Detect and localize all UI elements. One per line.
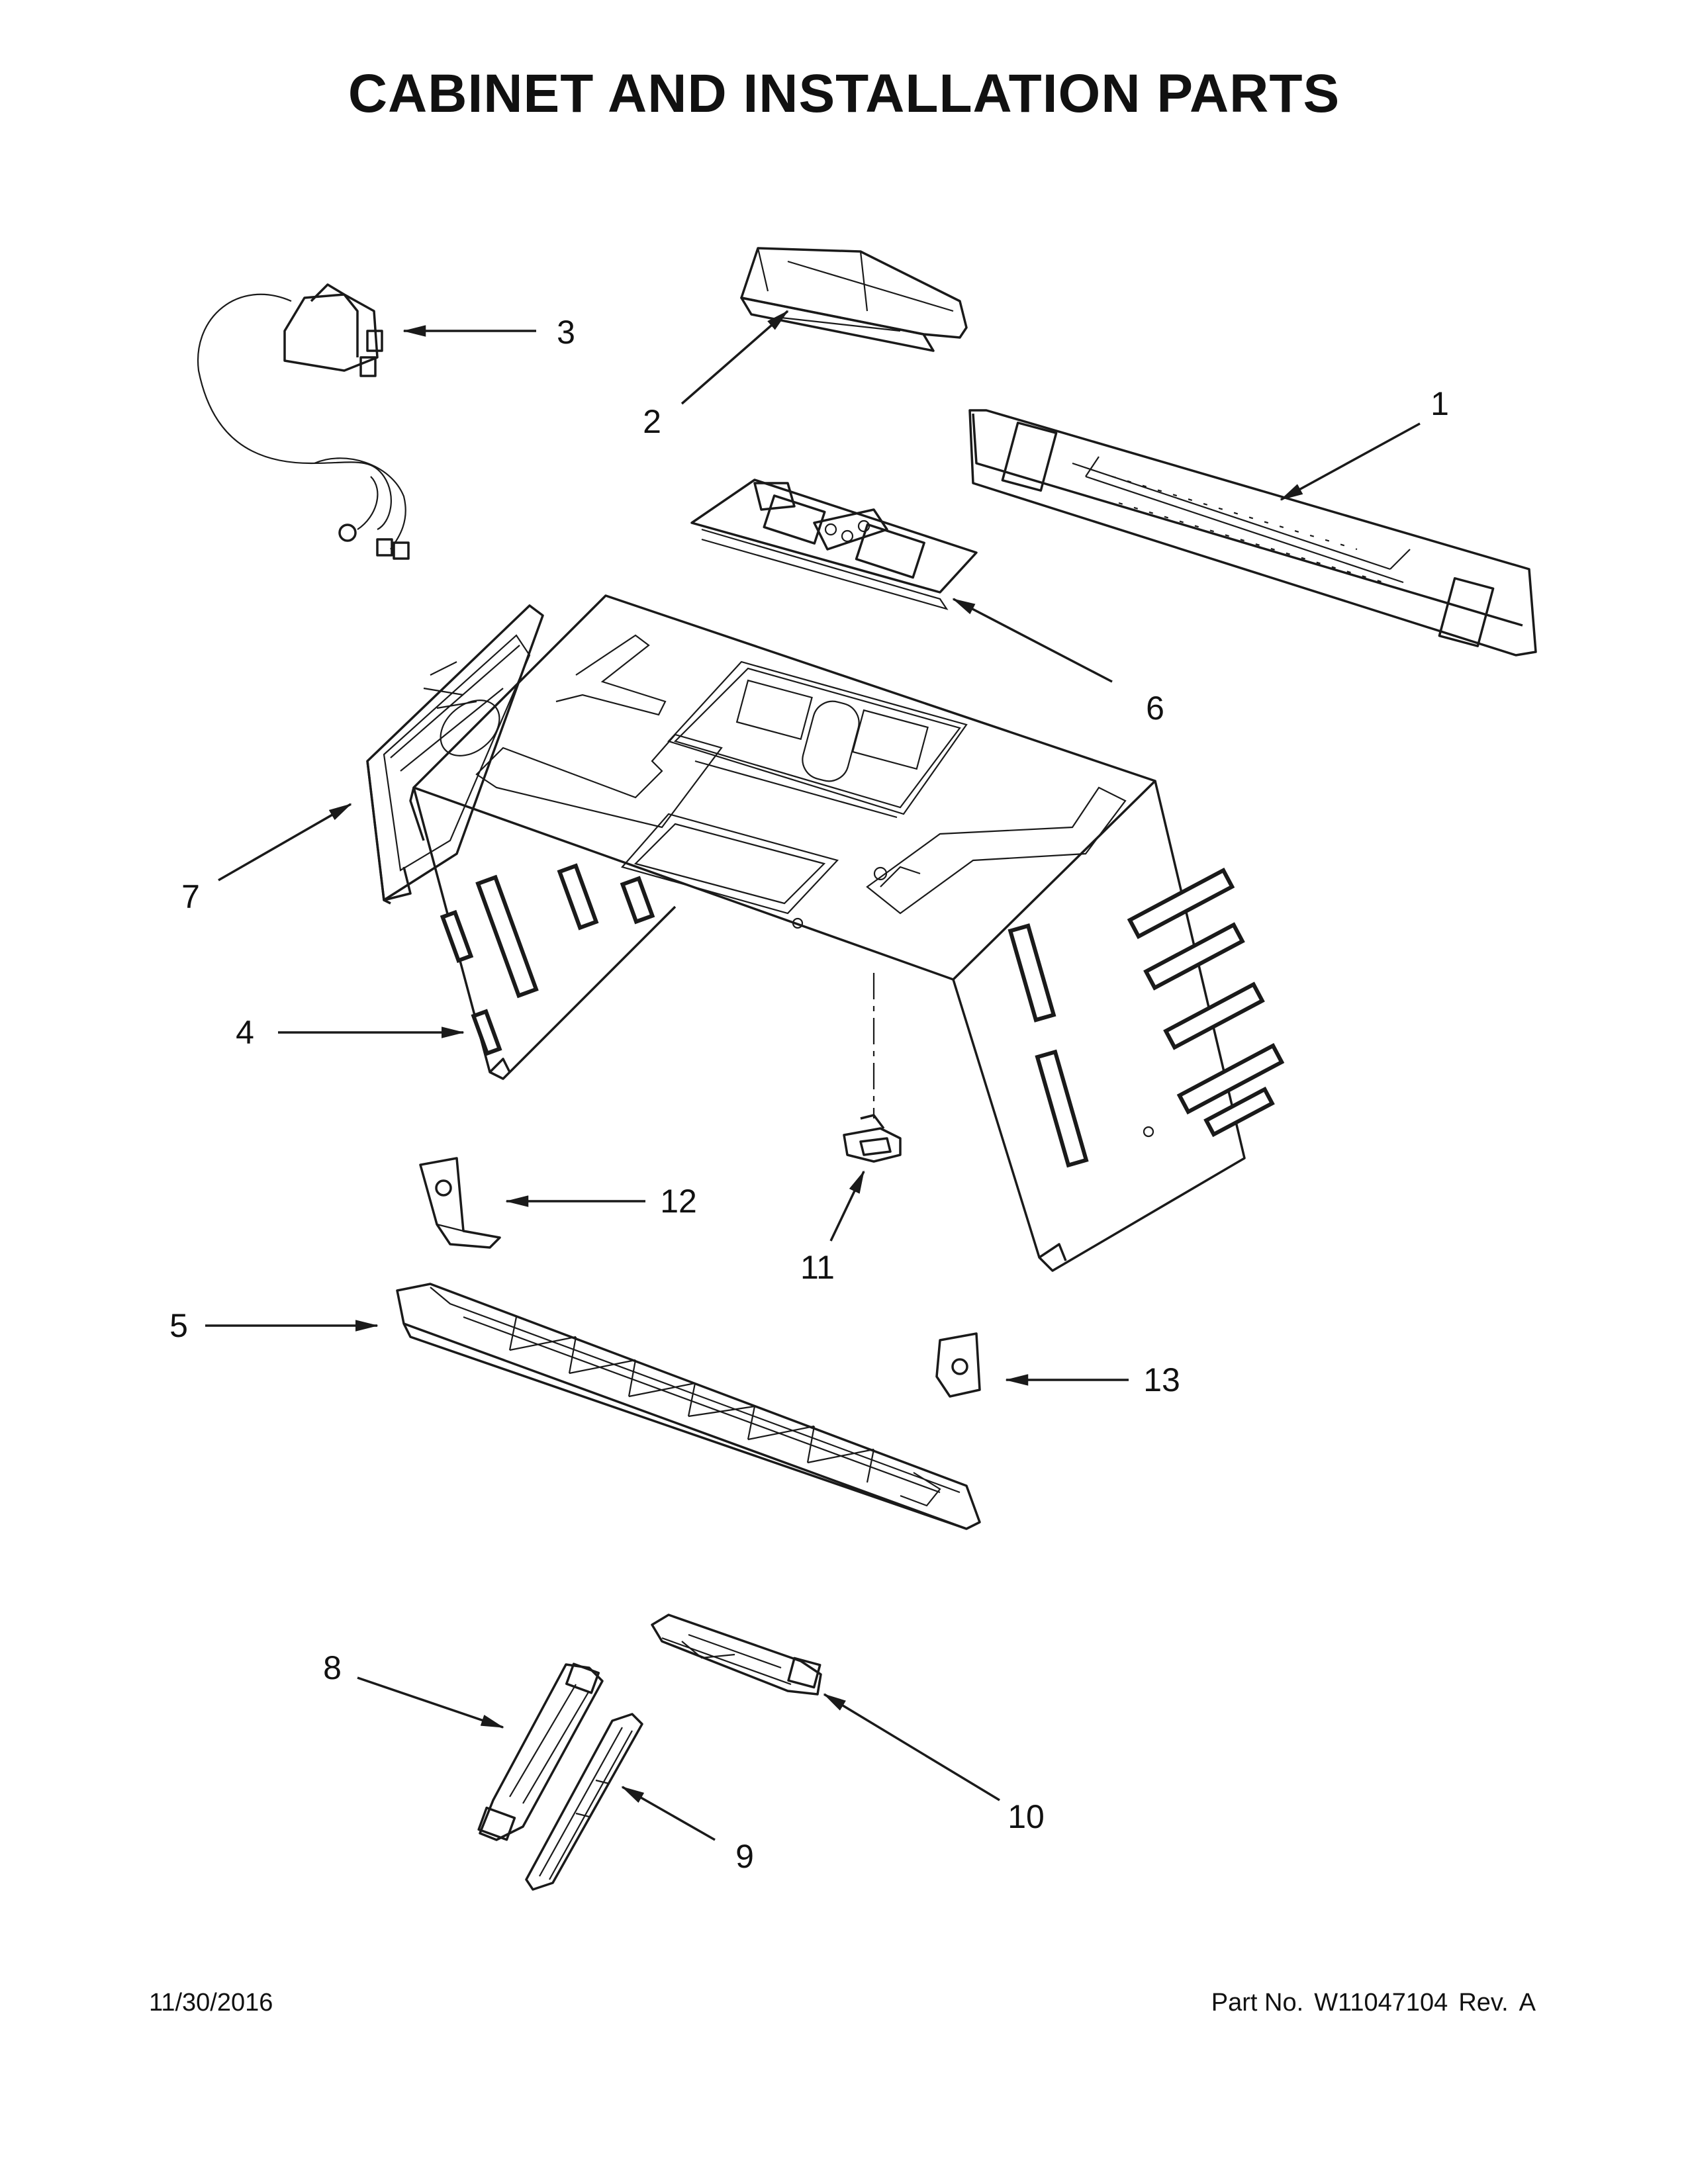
callout-13: 13 bbox=[1143, 1361, 1180, 1398]
part-no-label: Part No. bbox=[1211, 1989, 1304, 2017]
leader-line-2 bbox=[680, 310, 789, 405]
leader-line-8 bbox=[357, 1676, 504, 1729]
callout-7: 7 bbox=[181, 878, 200, 915]
cabinet-wrapper-part bbox=[409, 594, 1285, 1272]
leader-line-9 bbox=[621, 1786, 716, 1841]
clip-part bbox=[843, 973, 902, 1163]
power-cord-part bbox=[197, 283, 410, 560]
leader-line-10 bbox=[823, 1693, 1000, 1801]
left-vent-grille-part bbox=[477, 1662, 604, 1841]
callout-4: 4 bbox=[236, 1014, 254, 1051]
leader-line-7 bbox=[218, 803, 352, 882]
left-bracket-part bbox=[419, 1157, 501, 1249]
top-bracket-plate-part bbox=[690, 478, 978, 610]
right-vent-grille-part bbox=[651, 1614, 822, 1696]
footer-date: 11/30/2016 bbox=[149, 1989, 273, 2017]
top-vent-cover-part bbox=[740, 247, 968, 352]
callout-12: 12 bbox=[660, 1183, 697, 1220]
back-panel-part bbox=[366, 604, 544, 905]
callout-6: 6 bbox=[1146, 690, 1164, 727]
part-number: W11047104 bbox=[1314, 1989, 1448, 2017]
right-bracket-part bbox=[935, 1332, 981, 1398]
callout-8: 8 bbox=[323, 1649, 342, 1686]
mounting-plate-part bbox=[968, 409, 1537, 657]
rev-value: A bbox=[1519, 1989, 1536, 2017]
rev-label: Rev. bbox=[1458, 1989, 1509, 2017]
callout-10: 10 bbox=[1008, 1798, 1045, 1835]
callout-5: 5 bbox=[169, 1307, 188, 1344]
left-vent-cover-part bbox=[525, 1713, 643, 1891]
leader-line-11 bbox=[829, 1170, 865, 1242]
front-grille-base-part bbox=[396, 1283, 981, 1530]
leader-line-1 bbox=[1280, 422, 1421, 501]
leader-line-6 bbox=[952, 598, 1113, 683]
callout-11: 11 bbox=[800, 1249, 835, 1286]
callout-3: 3 bbox=[557, 314, 575, 351]
callout-9: 9 bbox=[735, 1838, 754, 1875]
callout-2: 2 bbox=[643, 403, 661, 440]
footer-part-info: Part No. W11047104 Rev. A bbox=[1211, 1989, 1536, 2017]
callout-1: 1 bbox=[1430, 385, 1449, 422]
page-title: CABINET AND INSTALLATION PARTS bbox=[348, 64, 1340, 124]
